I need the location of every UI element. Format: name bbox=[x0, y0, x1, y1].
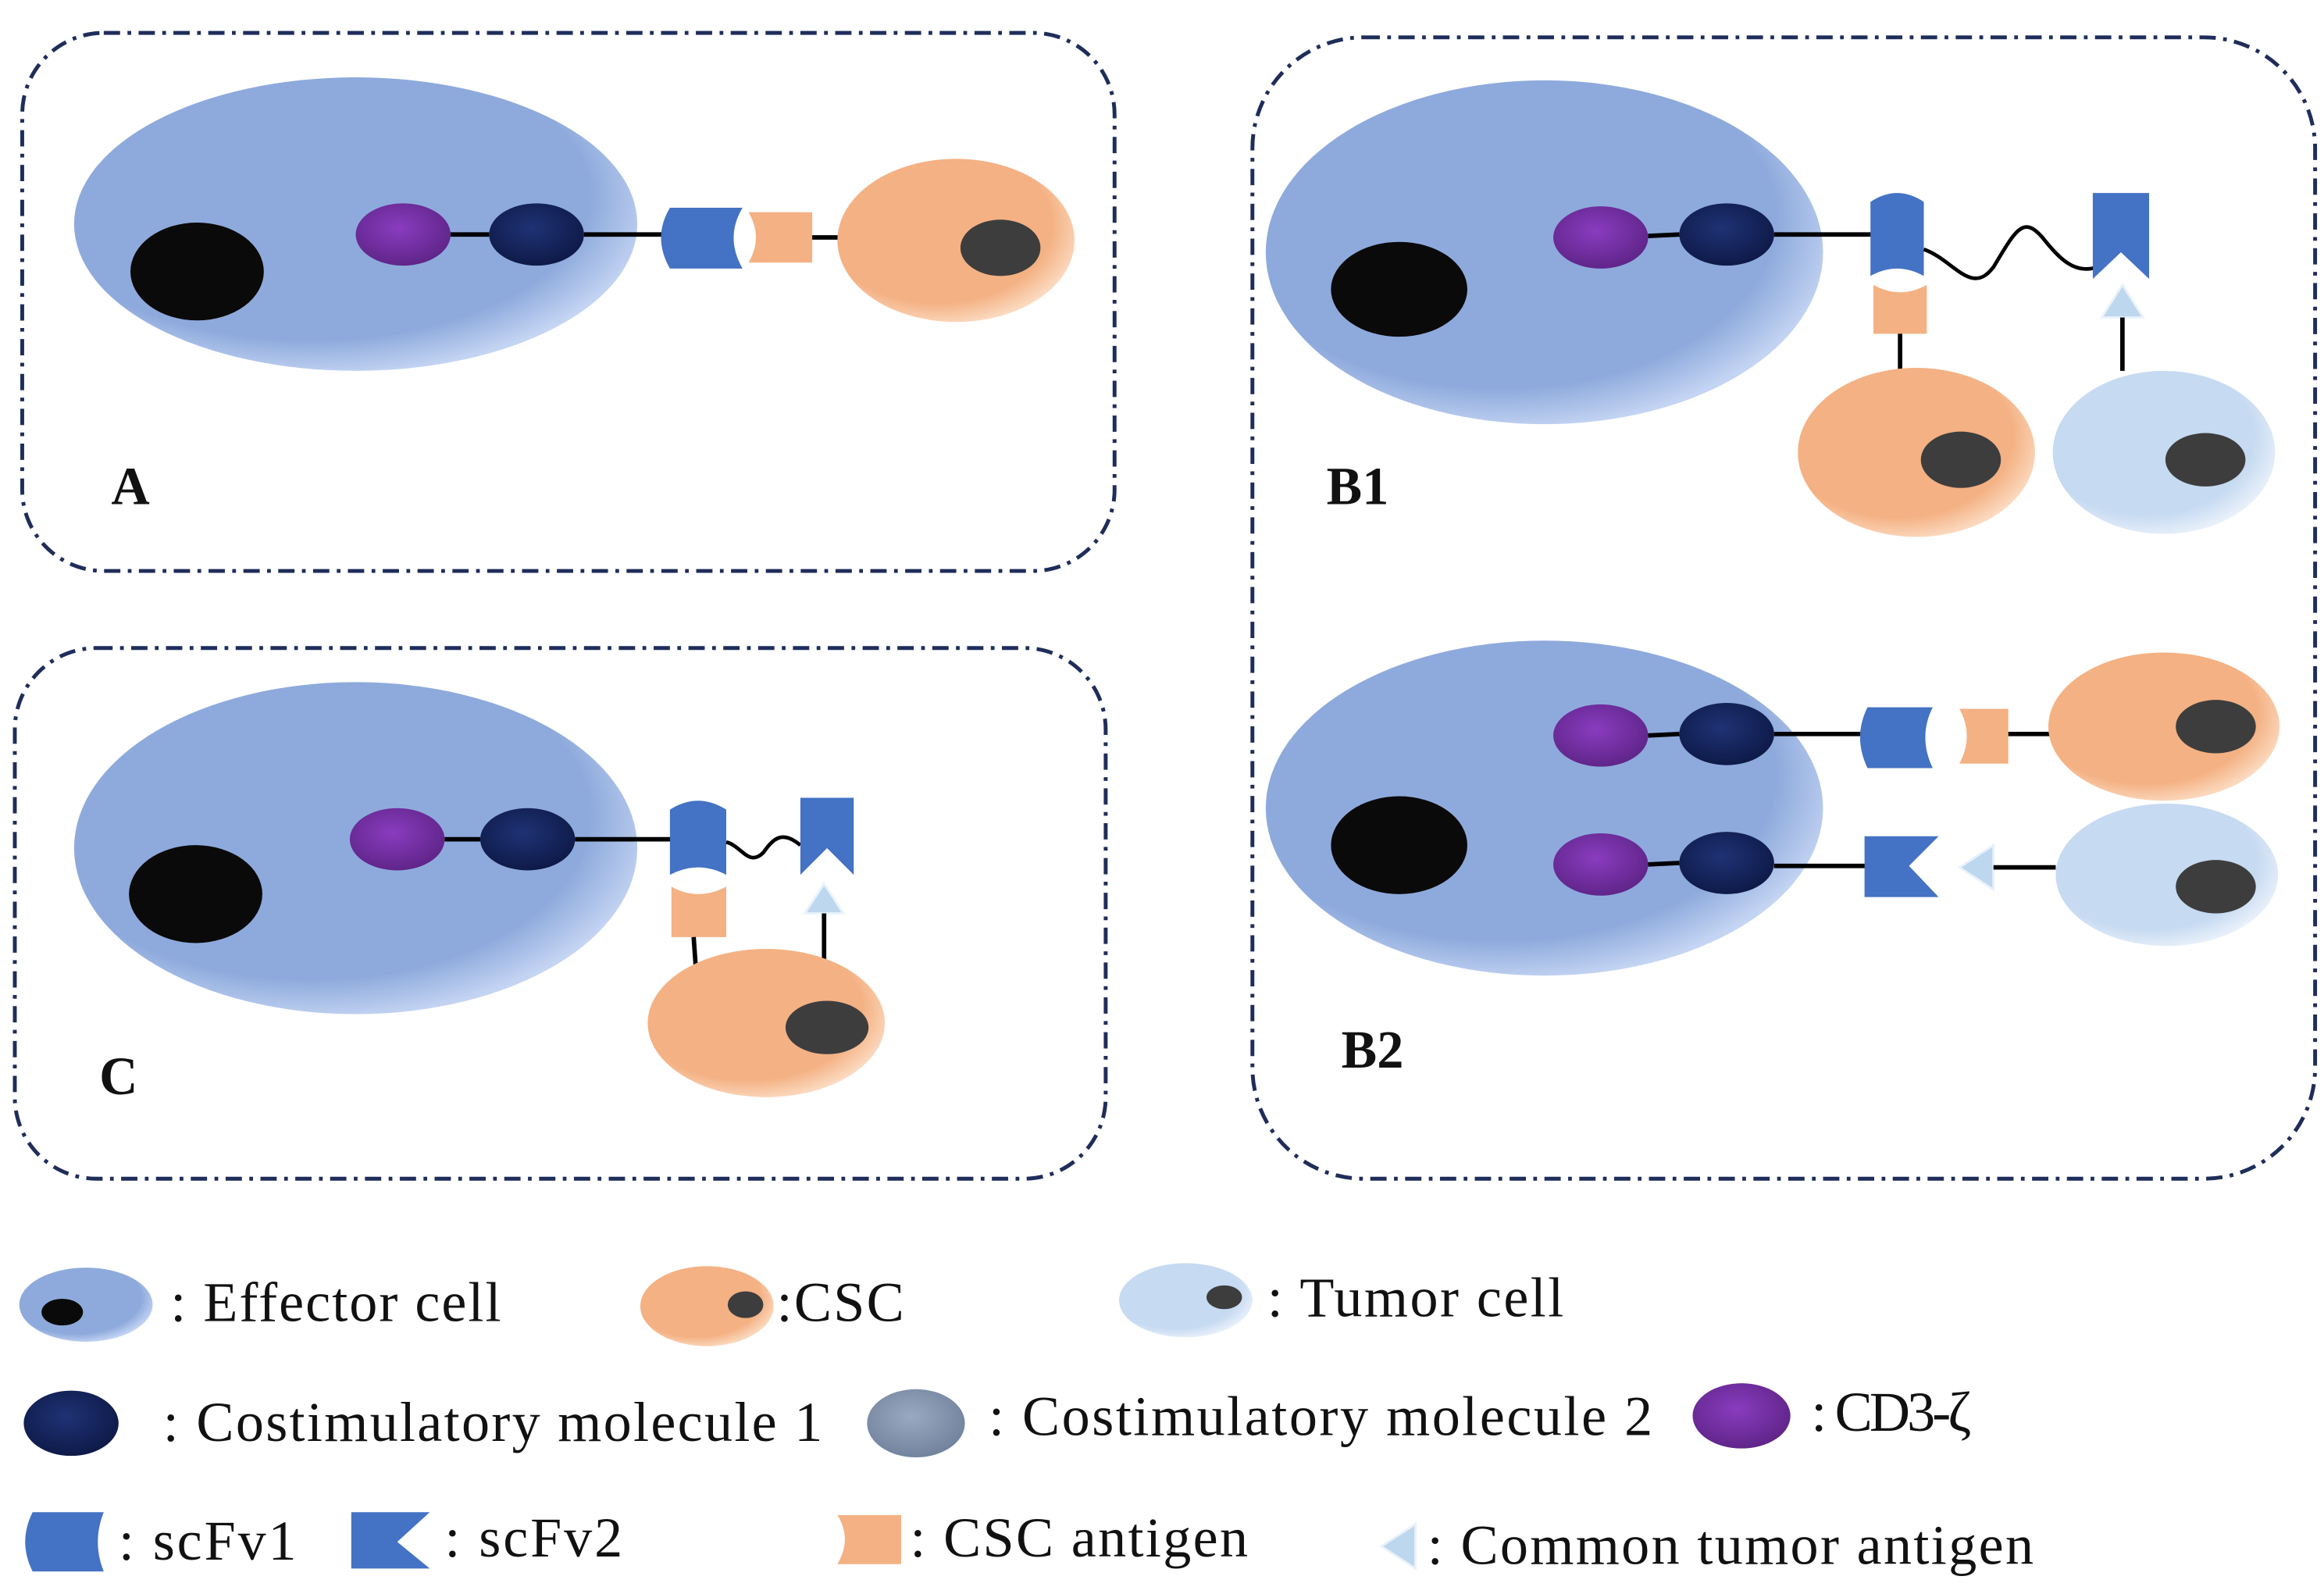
effector-cell-icon-nucleus bbox=[41, 1298, 84, 1326]
panel-a-border bbox=[20, 30, 1117, 573]
panel-b2-common-tumor-antigen bbox=[1957, 843, 1995, 892]
legend: : Effector cell :CSC : Tumor cell : Cost… bbox=[19, 1263, 2034, 1577]
panel-b2-link-lower-1 bbox=[1648, 861, 1680, 867]
panel-b2-costimulatory-molecule-1-upper bbox=[1679, 702, 1774, 765]
panel-c-cd3-zeta bbox=[349, 808, 445, 871]
panel-b2-label: B2 bbox=[1342, 1020, 1404, 1079]
legend-label-csc-antigen: : CSC antigen bbox=[910, 1507, 1248, 1569]
panel-b2-effector-cell bbox=[1265, 640, 1823, 976]
legend-item-cd3-zeta: : CD3-ζ bbox=[1692, 1381, 1971, 1449]
panel-b1-costimulatory-molecule-1 bbox=[1679, 203, 1774, 266]
panel-a-scfv1 bbox=[661, 208, 743, 269]
panel-c-effector-nucleus bbox=[129, 845, 262, 943]
panel-b1-tumor-nucleus bbox=[2165, 433, 2246, 487]
panel-a-label: A bbox=[111, 457, 149, 516]
panel-c-label: C bbox=[99, 1047, 137, 1106]
tumor-cell-icon bbox=[1118, 1263, 1253, 1338]
panel-c-scfv2 bbox=[800, 797, 854, 875]
legend-item-common-tumor-antigen: : Common tumor antigen bbox=[1379, 1514, 2034, 1577]
cd3-zeta-icon bbox=[1692, 1383, 1791, 1449]
panel-b2-csc-cell bbox=[2048, 652, 2280, 801]
legend-item-costimulatory-molecule-1: : Costimulatory molecule 1 bbox=[23, 1390, 823, 1457]
panel-b2-scfv2 bbox=[1864, 836, 1939, 897]
scfv1-icon bbox=[25, 1512, 104, 1572]
panel-b: B1 B2 bbox=[1250, 35, 2318, 1181]
panel-b1-flexible-linker bbox=[1923, 225, 2098, 280]
panel-b1-tumor-cell bbox=[2052, 370, 2276, 534]
panel-b1: B1 bbox=[1265, 80, 2276, 537]
panel-b1-csc-antigen bbox=[1873, 284, 1927, 334]
panel-c: C bbox=[12, 646, 1108, 1181]
panel-c-common-tumor-antigen bbox=[802, 881, 846, 915]
panel-b2-scfv1 bbox=[1859, 707, 1933, 768]
legend-item-effector-cell: : Effector cell bbox=[19, 1268, 501, 1342]
panel-b2-cd3-zeta-upper bbox=[1553, 704, 1649, 767]
panel-b1-scfv1 bbox=[1870, 193, 1924, 276]
csc-icon-nucleus bbox=[727, 1291, 764, 1318]
panel-a-csc-cell bbox=[837, 159, 1075, 323]
legend-label-costimulatory-molecule-1: : Costimulatory molecule 1 bbox=[163, 1391, 823, 1453]
panel-b2-tumor-nucleus bbox=[2176, 860, 2256, 914]
panel-b1-effector-nucleus bbox=[1331, 241, 1467, 337]
legend-item-costimulatory-molecule-2: : Costimulatory molecule 2 bbox=[867, 1385, 1652, 1458]
legend-label-costimulatory-molecule-2: : Costimulatory molecule 2 bbox=[989, 1385, 1652, 1448]
csc-antigen-icon bbox=[837, 1515, 901, 1564]
panel-b1-scfv2 bbox=[2092, 193, 2150, 280]
panel-a: A bbox=[20, 30, 1117, 573]
panel-b2-cd3-zeta-lower bbox=[1553, 833, 1649, 896]
effector-cell-icon bbox=[19, 1268, 153, 1342]
panel-c-csc-cell bbox=[647, 949, 886, 1097]
panel-b2: B2 bbox=[1265, 640, 2280, 1079]
legend-item-tumor-cell: : Tumor cell bbox=[1118, 1263, 1564, 1338]
panel-c-border bbox=[12, 646, 1108, 1181]
legend-item-scfv1: : scFv1 bbox=[25, 1510, 297, 1572]
legend-label-csc: :CSC bbox=[777, 1271, 904, 1333]
tumor-cell-icon-nucleus bbox=[1206, 1285, 1242, 1310]
panel-b2-csc-nucleus bbox=[2176, 700, 2256, 754]
panel-a-csc-antigen bbox=[748, 212, 813, 263]
panel-b1-csc-nucleus bbox=[1920, 431, 2001, 488]
legend-label-scfv2: : scFv2 bbox=[444, 1507, 622, 1569]
panel-b2-link-upper-1 bbox=[1648, 731, 1680, 738]
panel-a-cd3-zeta bbox=[355, 203, 451, 266]
panel-c-csc-nucleus bbox=[785, 1000, 869, 1054]
panel-b2-costimulatory-molecule-1-lower bbox=[1679, 832, 1774, 894]
scfv2-icon bbox=[351, 1512, 430, 1569]
panel-b1-effector-cell bbox=[1265, 80, 1823, 425]
costimulatory-molecule-2-icon bbox=[867, 1389, 965, 1458]
panel-b1-csc-cell bbox=[1798, 368, 2035, 537]
legend-label-effector-cell: : Effector cell bbox=[170, 1271, 501, 1333]
panel-b-border bbox=[1250, 35, 2318, 1181]
panel-c-csc-antigen bbox=[671, 886, 726, 937]
legend-item-scfv2: : scFv2 bbox=[351, 1507, 622, 1569]
legend-item-csc-antigen: : CSC antigen bbox=[837, 1507, 1248, 1569]
legend-label-cd3-zeta: : CD3-ζ bbox=[1811, 1381, 1971, 1443]
csc-icon bbox=[640, 1266, 774, 1346]
legend-label-scfv1: : scFv1 bbox=[119, 1510, 297, 1572]
panel-c-costimulatory-molecule-1 bbox=[479, 808, 576, 871]
legend-label-common-tumor-antigen: : Common tumor antigen bbox=[1428, 1514, 2034, 1577]
legend-item-csc: :CSC bbox=[640, 1266, 904, 1346]
panel-b2-csc-antigen bbox=[1959, 708, 2009, 764]
panel-b1-link-1 bbox=[1648, 232, 1680, 238]
panel-b2-effector-nucleus bbox=[1331, 796, 1467, 894]
panel-c-flexible-linker bbox=[725, 835, 802, 860]
costimulatory-molecule-1-icon bbox=[23, 1390, 119, 1457]
panel-b1-common-tumor-antigen bbox=[2099, 283, 2146, 319]
panel-a-costimulatory-molecule-1 bbox=[489, 203, 584, 266]
panel-b1-label: B1 bbox=[1327, 457, 1389, 516]
panel-a-effector-nucleus bbox=[130, 223, 264, 321]
panel-c-scfv1 bbox=[669, 801, 726, 875]
common-tumor-antigen-icon bbox=[1379, 1521, 1417, 1571]
panel-b1-cd3-zeta bbox=[1553, 206, 1649, 269]
panel-a-csc-nucleus bbox=[960, 219, 1041, 276]
legend-label-tumor-cell: : Tumor cell bbox=[1267, 1267, 1564, 1329]
